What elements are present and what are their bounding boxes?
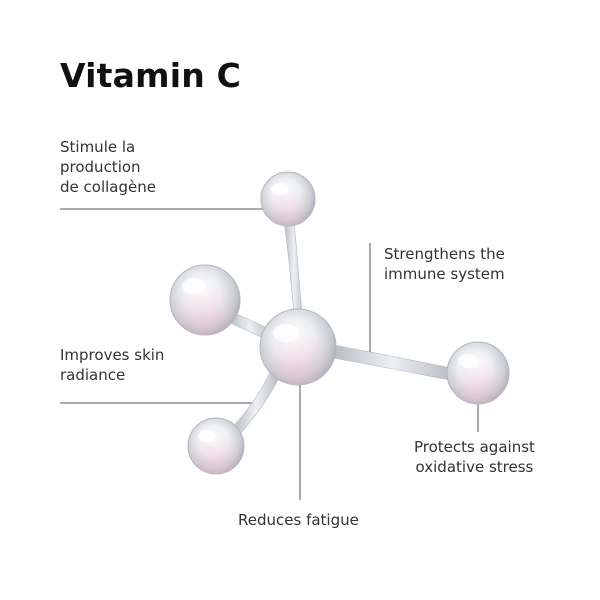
sphere-top (260, 171, 316, 227)
page-title: Vitamin C (60, 56, 242, 95)
benefit-fatigue: Reduces fatigue (238, 510, 359, 530)
benefit-collagen-line-2: production (60, 158, 141, 176)
benefit-collagen-line-1: Stimule la (60, 138, 136, 156)
benefit-immune-line-1: Strengthens the (384, 245, 505, 263)
benefit-skin: Improves skin radiance (60, 345, 164, 385)
benefit-oxidative-line-2: oxidative stress (415, 458, 534, 476)
benefit-oxidative-line-1: Protects against (414, 438, 535, 456)
benefit-skin-line-2: radiance (60, 366, 126, 384)
benefit-immune: Strengthens the immune system (384, 244, 505, 284)
sphere-bottom (187, 417, 245, 475)
molecule-bonds (227, 221, 453, 435)
benefit-oxidative: Protects against oxidative stress (414, 437, 535, 477)
sphere-left (169, 264, 241, 336)
benefit-skin-line-1: Improves skin (60, 346, 165, 364)
sphere-right (446, 341, 510, 405)
benefit-collagen-line-3: de collagène (60, 178, 156, 196)
benefit-collagen: Stimule la production de collagène (60, 137, 156, 197)
benefit-immune-line-2: immune system (384, 265, 505, 283)
benefit-fatigue-line-1: Reduces fatigue (238, 511, 359, 529)
sphere-center (259, 308, 337, 386)
bond-right (331, 344, 453, 381)
